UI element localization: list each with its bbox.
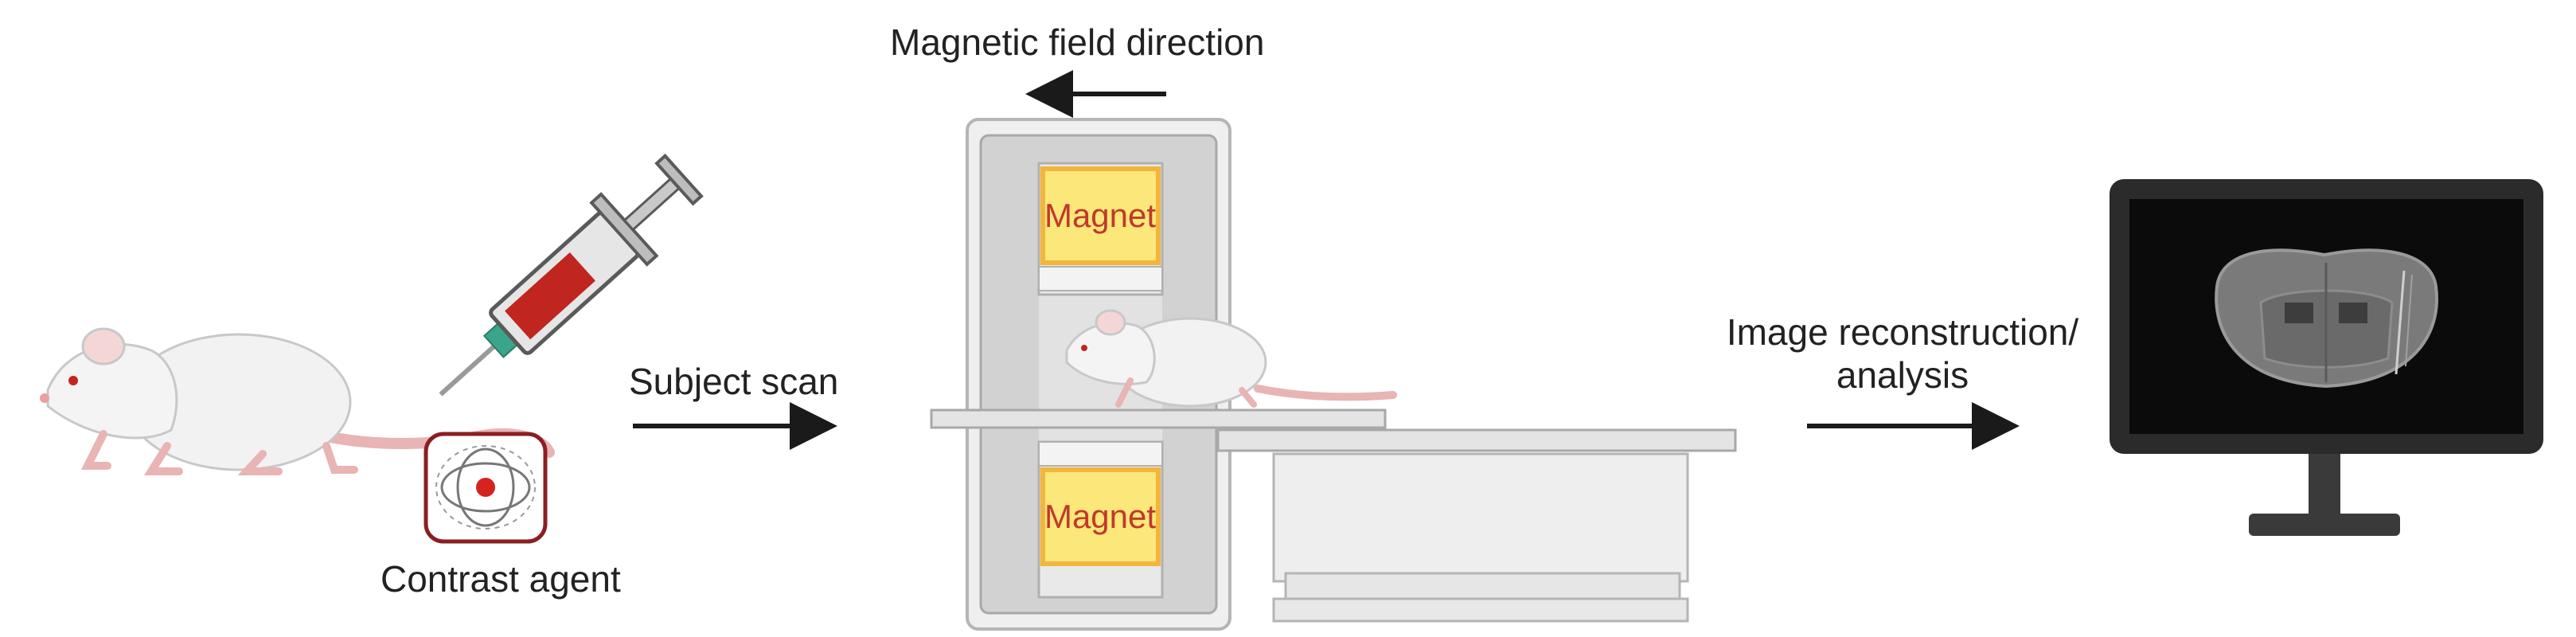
brain-slice-icon <box>2215 248 2438 389</box>
image-reconstruction-line-1: Image reconstruction/ <box>1726 311 2079 353</box>
magnetic-particle-icon <box>423 432 548 544</box>
magnet-bottom <box>1040 467 1161 566</box>
magnet-top <box>1040 166 1161 265</box>
rat-on-table-icon <box>1065 309 1397 408</box>
scanner-table <box>930 408 1737 623</box>
subject-scan-label: Subject scan <box>629 361 839 402</box>
image-reconstruction-line-2: analysis <box>1836 354 1969 396</box>
image-reconstruction-label: Image reconstruction/ analysis <box>1704 311 2102 397</box>
rat-icon <box>40 327 555 475</box>
contrast-agent-label: Contrast agent <box>381 558 621 600</box>
magnet-bottom-label: Magnet <box>1044 498 1156 535</box>
monitor-icon <box>2110 179 2543 536</box>
syringe-icon <box>439 153 704 397</box>
magnetic-field-direction-label: Magnetic field direction <box>890 21 1265 63</box>
magnet-top-label: Magnet <box>1044 197 1156 234</box>
